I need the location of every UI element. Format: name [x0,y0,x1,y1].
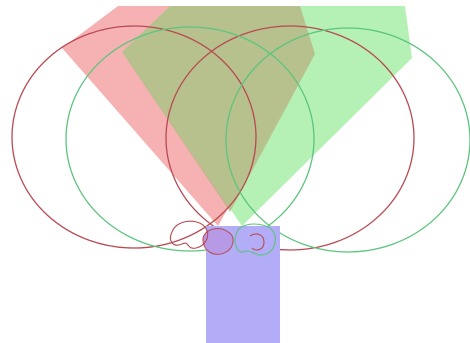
base-column [203,226,280,343]
